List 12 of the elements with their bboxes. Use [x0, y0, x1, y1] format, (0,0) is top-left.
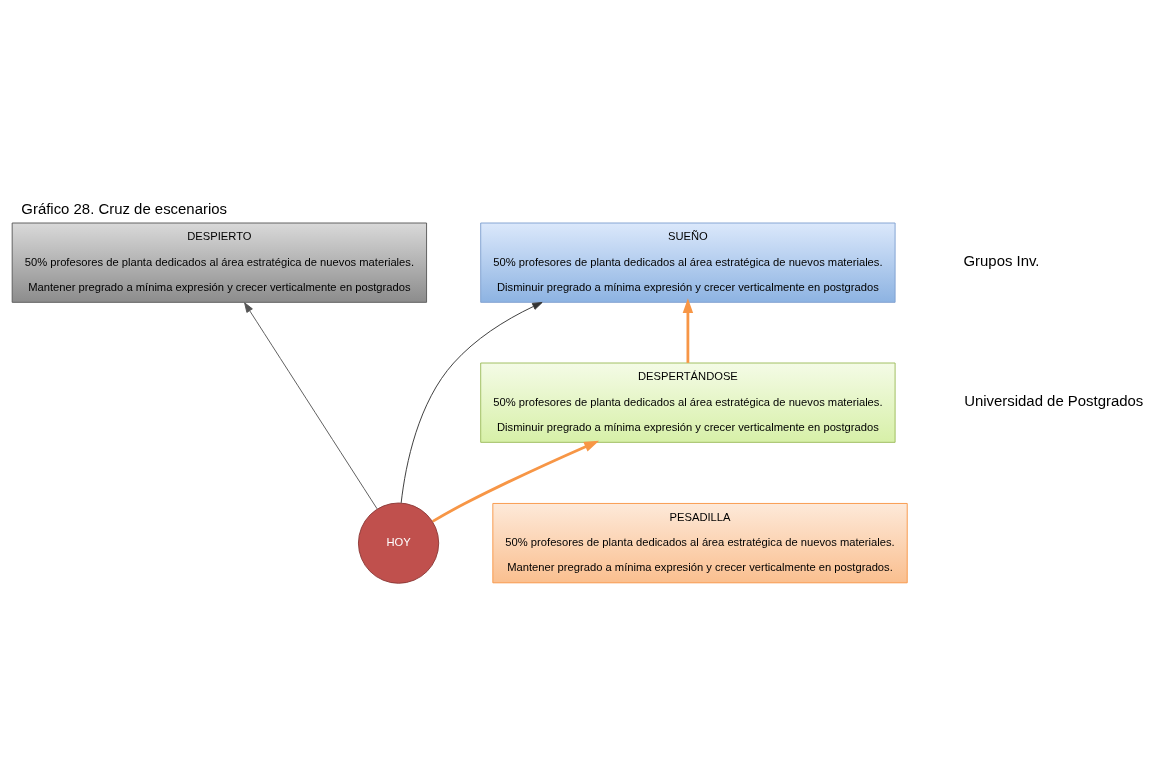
label: Grupos Inv. — [963, 252, 1040, 270]
node-box: DESPERTÁNDOSE 50% profesores de planta dedicados al área estratégica de nuevos materiales. Disminuir pregrado a mínima expresión y crecer verticalmente en postgrados — [480, 362, 896, 443]
arrow — [432, 440, 600, 523]
node-circle: HOY — [357, 502, 440, 584]
arrow — [244, 302, 378, 510]
node-box: SUEÑO 50% profesores de planta dedicados al área estratégica de nuevos materiales. Disminuir pregrado a mínima expresión y crecer verticalmente en postgrados — [480, 222, 896, 303]
arrow — [682, 298, 694, 363]
node-box: DESPIERTO 50% profesores de planta dedicados al área estratégica de nuevos materiales. Mantener pregrado a mínima expresión y crecer verticalmente en postgrados — [11, 222, 428, 303]
arrow — [400, 302, 543, 504]
diagram-title: Gráfico 28. Cruz de escenarios — [21, 200, 228, 218]
node-box: PESADILLA 50% profesores de planta dedicados al área estratégica de nuevos materiales. Mantener pregrado a mínima expresión y crecer verticalmente en postgrados. — [492, 503, 908, 584]
label: Universidad de Postgrados — [964, 392, 1144, 410]
